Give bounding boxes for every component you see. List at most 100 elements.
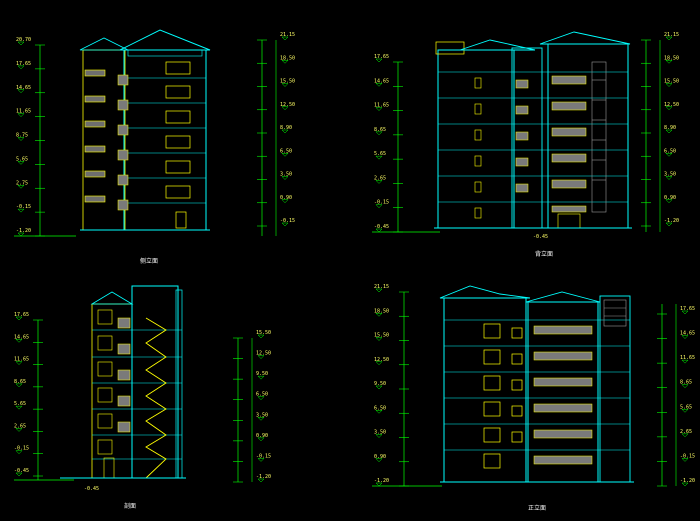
level-symbol <box>681 458 689 462</box>
level-symbol <box>375 155 383 160</box>
view-title: 剖面 <box>124 502 136 510</box>
level-symbol <box>257 478 265 483</box>
level-label: 15.50 <box>374 333 389 339</box>
level-label: 14.65 <box>14 334 29 340</box>
level-label: -1.20 <box>256 474 271 480</box>
view-title: 侧立面 <box>140 257 158 265</box>
level-label: 2.65 <box>14 423 26 429</box>
level-symbol <box>375 180 383 184</box>
level-symbol <box>665 83 673 87</box>
level-symbol <box>375 313 383 317</box>
level-label: -0.15 <box>14 446 29 452</box>
level-symbol <box>15 339 23 343</box>
level-label: 6.50 <box>664 148 676 154</box>
level-label: 0.90 <box>374 454 386 460</box>
level-label: 17.65 <box>16 61 31 67</box>
level-label: 17.65 <box>14 312 29 318</box>
level-label: 11.65 <box>374 103 389 109</box>
level-label: 3.50 <box>374 430 386 436</box>
view-side-elevation: 侧立面 <box>14 29 277 265</box>
left-dimension-chain <box>14 320 74 481</box>
level-symbol <box>681 433 689 438</box>
level-label: 17.65 <box>680 306 695 312</box>
level-label: 18.50 <box>374 308 389 314</box>
level-symbol <box>17 89 25 94</box>
level-symbol <box>681 409 689 413</box>
level-symbol <box>17 113 25 117</box>
level-symbol <box>665 199 673 204</box>
level-symbol <box>17 232 25 237</box>
level-label: 9.50 <box>374 381 386 387</box>
right-dimension-chain <box>261 40 277 236</box>
level-symbol <box>665 176 673 180</box>
level-symbol <box>281 129 289 134</box>
level-symbol <box>681 482 689 487</box>
right-dimension-chain <box>661 304 677 486</box>
level-symbol <box>257 355 265 359</box>
level-label: 20.70 <box>16 37 31 43</box>
level-label: 8.65 <box>680 380 692 386</box>
right-dimension-chain <box>645 40 661 232</box>
level-label: 2.65 <box>374 175 386 181</box>
level-label: -0.15 <box>680 453 695 459</box>
level-symbol <box>15 428 23 432</box>
level-symbol <box>375 410 383 414</box>
level-label: 11.65 <box>680 355 695 361</box>
level-label: -0.45 <box>14 468 29 474</box>
level-label: 15.50 <box>256 330 271 336</box>
level-symbol <box>375 337 383 341</box>
level-label: 0.90 <box>256 433 268 439</box>
level-symbol <box>665 36 673 41</box>
level-symbol <box>15 405 23 410</box>
level-symbol <box>17 65 25 70</box>
level-symbol <box>17 161 25 165</box>
level-label: 3.50 <box>664 172 676 178</box>
ground-level-label: -0.45 <box>84 486 99 492</box>
level-label: 21.15 <box>280 32 295 38</box>
level-symbol <box>281 199 289 204</box>
level-label: 17.65 <box>374 54 389 60</box>
right-dimension-chain <box>237 338 253 482</box>
level-symbol <box>665 153 673 157</box>
level-symbol <box>257 375 265 380</box>
level-symbol <box>375 434 383 438</box>
level-label: -0.15 <box>16 204 31 210</box>
level-label: 18.50 <box>664 55 679 61</box>
level-symbol <box>281 222 289 227</box>
view-title: 正立面 <box>528 504 546 512</box>
level-label: 6.50 <box>374 405 386 411</box>
level-label: 5.65 <box>16 156 28 162</box>
level-symbol <box>17 185 25 189</box>
level-label: 11.65 <box>14 357 29 363</box>
level-label: -1.20 <box>664 218 679 224</box>
level-symbol <box>375 482 383 487</box>
level-label: 0.90 <box>280 195 292 201</box>
level-symbol <box>375 58 383 63</box>
level-symbol <box>681 335 689 339</box>
level-symbol <box>665 129 673 134</box>
level-label: 18.50 <box>280 55 295 61</box>
building-section <box>60 285 186 479</box>
level-symbol <box>281 60 289 64</box>
level-symbol <box>17 137 25 141</box>
level-symbol <box>375 204 383 209</box>
view-front-elevation: 正立面 <box>372 285 677 512</box>
level-symbol <box>15 361 23 365</box>
level-symbol <box>257 334 265 339</box>
level-symbol <box>375 228 383 233</box>
level-label: 21.15 <box>664 32 679 38</box>
level-symbol <box>375 361 383 366</box>
level-label: 2.65 <box>680 429 692 435</box>
level-label: -1.20 <box>16 228 31 234</box>
level-label: 11.65 <box>16 109 31 115</box>
level-symbol <box>665 222 673 227</box>
level-symbol <box>257 458 265 462</box>
level-symbol <box>281 106 289 111</box>
level-label: 12.50 <box>374 357 389 363</box>
level-label: 8.90 <box>664 125 676 131</box>
level-label: -0.15 <box>280 218 295 224</box>
view-rear-elevation: -0.45 背立面 <box>372 31 661 258</box>
view-section: -0.45 剖面 <box>14 285 253 510</box>
level-symbol <box>375 131 383 136</box>
level-symbol <box>681 310 689 315</box>
